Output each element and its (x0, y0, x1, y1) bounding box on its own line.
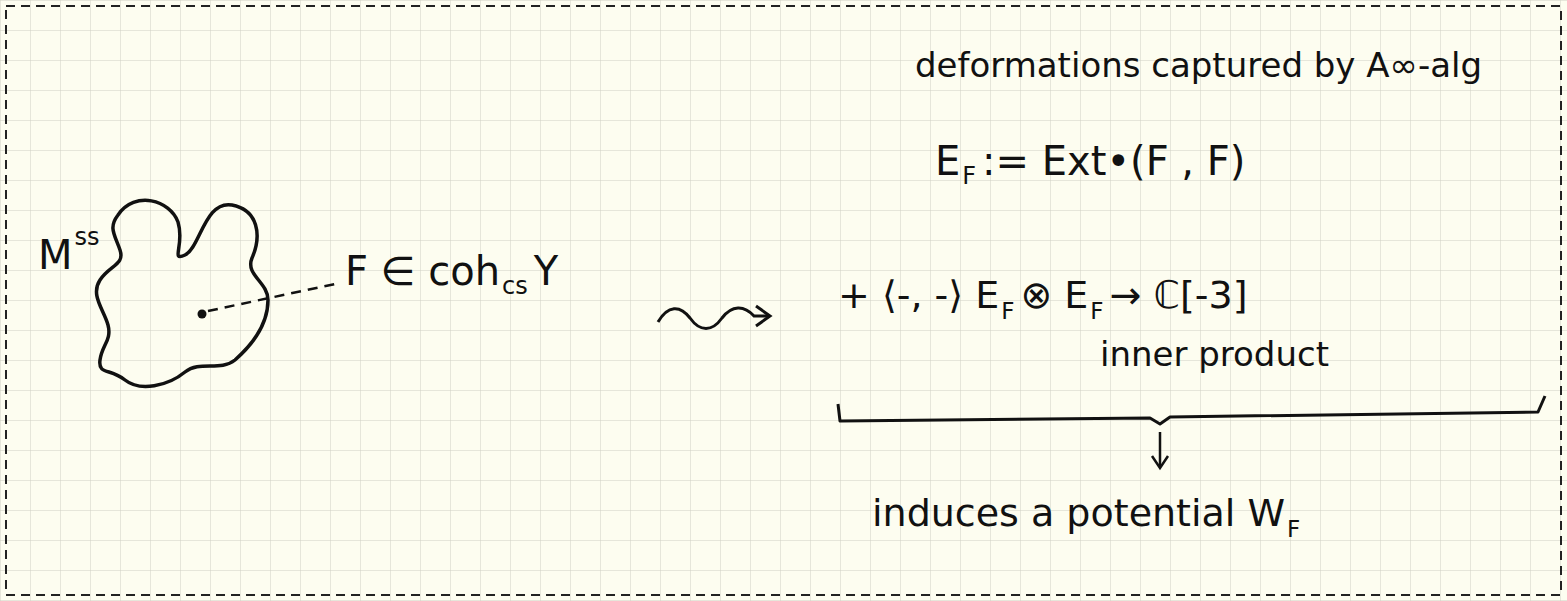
math-text: Y (534, 248, 558, 294)
math-text: induces a potential (872, 492, 1235, 536)
math-text: M (38, 232, 73, 278)
bracket (838, 396, 1545, 424)
math-text: E (935, 138, 960, 184)
subscript: F (1287, 516, 1300, 542)
subscript: F (1090, 298, 1103, 324)
math-text: := Ext•(F , F) (982, 138, 1245, 184)
down-arrowhead (1152, 456, 1168, 468)
math-text: ⊗ (1020, 274, 1052, 318)
math-text: W (1247, 492, 1285, 536)
subscript: F (1001, 298, 1014, 324)
superscript: ss (75, 224, 100, 252)
math-text: inner product (1100, 335, 1329, 374)
dashed-border (6, 6, 1561, 595)
math-text: deformations captured by A∞-alg (915, 46, 1482, 85)
point (198, 310, 207, 319)
subscript: cs (502, 273, 528, 301)
math-text: + ⟨-, -⟩ (838, 274, 963, 318)
math-text: E (975, 274, 999, 318)
math-text: → ℂ[-3] (1110, 274, 1248, 318)
moduli-blob (96, 200, 268, 386)
down-arrow (1159, 432, 1162, 466)
squiggle-arrow (658, 308, 768, 329)
math-text: F ∈ coh (345, 248, 500, 294)
squiggle-arrowhead (756, 306, 770, 326)
dashed-leader (208, 284, 335, 311)
math-text: E (1064, 274, 1088, 318)
subscript: F (962, 163, 976, 191)
